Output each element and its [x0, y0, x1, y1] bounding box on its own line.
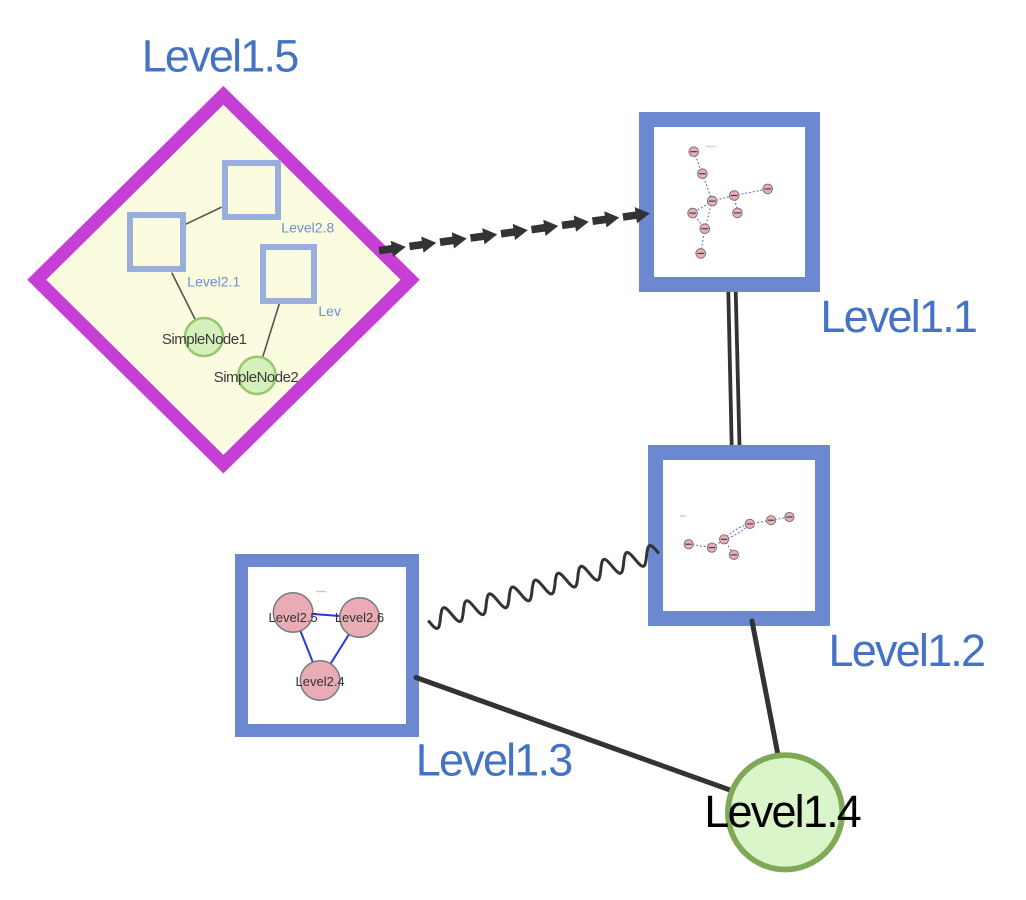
svg-text:Level1.2: Level1.2 [829, 625, 985, 676]
svg-text:Level2.4: Level2.4 [296, 674, 345, 689]
svg-text:Lev: Lev [318, 303, 341, 319]
svg-text:SimpleNode1: SimpleNode1 [162, 331, 247, 348]
svg-text:Level2.6: Level2.6 [335, 610, 384, 625]
svg-text:Level1.3: Level1.3 [416, 734, 573, 785]
svg-text:Level2.1: Level2.1 [187, 274, 240, 290]
svg-text:Level1.4: Level1.4 [704, 786, 861, 837]
svg-text:Level2.5: Level2.5 [269, 610, 318, 625]
svg-text:Level1.1: Level1.1 [820, 291, 976, 342]
svg-text:Level1.5: Level1.5 [142, 31, 299, 82]
svg-text:Level2.8: Level2.8 [281, 219, 334, 235]
svg-text:SimpleNode2: SimpleNode2 [214, 369, 299, 386]
